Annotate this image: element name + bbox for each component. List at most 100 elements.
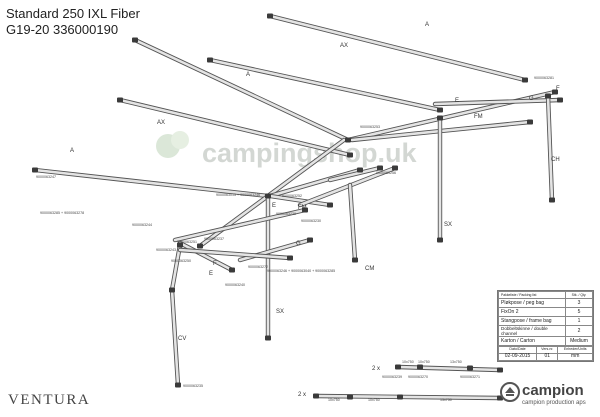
label-e: E <box>455 98 459 104</box>
diagram-title: Standard 250 IXL Fiber <box>6 6 140 21</box>
label-g-mid: G <box>296 241 301 247</box>
pole-clamp <box>347 152 353 158</box>
pole <box>178 241 234 272</box>
spare-code: 9000063271 <box>460 375 480 379</box>
pole <box>298 166 397 207</box>
pole-clamp <box>169 287 175 293</box>
pole-clamp <box>497 367 503 373</box>
part-code: 9000063240 <box>225 283 245 287</box>
label-sx-right: SX <box>444 222 452 228</box>
footer-date: 02-09-2015 <box>497 353 538 361</box>
pole <box>170 288 180 387</box>
pole-clamp <box>132 37 138 43</box>
pole-clamp <box>197 243 203 249</box>
spare-code: 13x750 <box>440 398 452 402</box>
packing-item-label: Stangpose / frame bag <box>498 316 566 326</box>
part-code: 9000063239 <box>276 212 296 216</box>
spare-code: 9000063270 <box>408 375 428 379</box>
part-code: 9000063285 + 9000063278 <box>40 211 84 215</box>
pole <box>314 394 502 400</box>
footer-units: mm <box>557 353 593 361</box>
pole <box>178 248 292 260</box>
diagram-subtitle: G19-20 336000190 <box>6 22 119 37</box>
pole-clamp <box>417 364 423 370</box>
part-labels: A AX A AX A E F G FM CH SX FM E G CM F E… <box>70 22 560 342</box>
pole-clamp <box>265 335 271 341</box>
part-code: 9000063281 <box>534 76 554 80</box>
pole-clamp <box>545 93 551 99</box>
packing-list-table: Pakkeliste / Packing list Stk. / Qty. Pl… <box>497 290 594 362</box>
part-codes: 9000063281 9000063253 9000063256 9000063… <box>36 76 554 388</box>
pole <box>33 168 270 198</box>
part-code: 9000063243 <box>156 248 176 252</box>
pole-clamp <box>117 97 123 103</box>
part-code: 9000063253 <box>360 125 380 129</box>
part-code: 9000063247 <box>36 175 56 179</box>
pole-clamp <box>467 365 473 371</box>
pole-clamp <box>395 364 401 370</box>
part-code: 9000063244 <box>132 223 152 227</box>
pole <box>173 208 307 242</box>
frame-poles <box>32 13 563 401</box>
label-a-mid: A <box>246 72 250 78</box>
label-f-left: F <box>213 261 217 267</box>
label-e-mid: E <box>272 203 276 209</box>
pole-clamp <box>352 257 358 263</box>
packing-item-qty: 3 <box>565 298 593 308</box>
label-cv: CV <box>178 336 186 342</box>
packing-list-header: Pakkeliste / Packing list <box>498 291 566 299</box>
pole-clamp <box>437 107 443 113</box>
pole-clamp <box>377 165 383 171</box>
pole <box>268 194 332 207</box>
packing-item-label: Dobbeltskinne / double channel <box>498 325 566 337</box>
pole-clamp <box>392 165 398 171</box>
packing-item-qty: 2 <box>565 325 593 337</box>
label-g-right: G <box>529 96 534 102</box>
pole-clamp <box>307 237 313 243</box>
pole <box>268 14 527 82</box>
label-fm-right: FM <box>474 114 483 120</box>
pole-clamp <box>267 13 273 19</box>
pole <box>546 94 554 202</box>
spare-code: 10x750 <box>402 360 414 364</box>
part-code: 9000063246 + 9000063040 + 9000063285 <box>267 269 335 273</box>
part-code: 9000063230 <box>301 219 321 223</box>
spare-code: 13x750 <box>450 360 462 364</box>
pole-clamp <box>557 97 563 103</box>
pole-clamp <box>207 57 213 63</box>
pole-clamp <box>552 89 558 95</box>
pole-clamp <box>357 167 363 173</box>
label-a-left: A <box>70 148 74 154</box>
pole-clamp <box>175 382 181 388</box>
pole <box>118 98 352 157</box>
packing-item-qty: 5 <box>565 307 593 317</box>
part-code: 9000063251 <box>177 240 197 244</box>
pole-clamp <box>229 267 235 273</box>
pole <box>433 98 562 106</box>
label-f-right: F <box>556 86 560 92</box>
part-code: 9000063256 <box>376 171 396 175</box>
campion-tagline: campion production aps <box>522 400 586 406</box>
pole <box>208 58 442 112</box>
spare-code: 10x750 <box>328 398 340 402</box>
label-ax-left: AX <box>157 120 165 126</box>
pole-clamp <box>32 167 38 173</box>
pole-clamp <box>437 237 443 243</box>
pole <box>348 183 357 262</box>
part-code: 9000063250 <box>171 259 191 263</box>
frame-joints <box>32 13 563 401</box>
footer-version: 01 <box>536 353 559 361</box>
packing-list-qty-header: Stk. / Qty. <box>565 291 593 299</box>
spare-code: 10x750 <box>368 398 380 402</box>
packing-item-label: Karton / Carton <box>498 336 566 346</box>
pole-clamp <box>397 394 403 400</box>
packing-item-label: Pløkpose / peg bag <box>498 298 566 308</box>
pole-clamp <box>527 119 533 125</box>
label-ch: CH <box>551 157 560 163</box>
spare-poles: 2 x 2 x 10x750 10x750 13x750 10x750 10x7… <box>298 360 480 402</box>
pole-clamp <box>437 115 443 121</box>
pole-clamp <box>313 393 319 399</box>
pole-clamp <box>345 137 351 143</box>
part-code: 9000063237 <box>204 237 224 241</box>
